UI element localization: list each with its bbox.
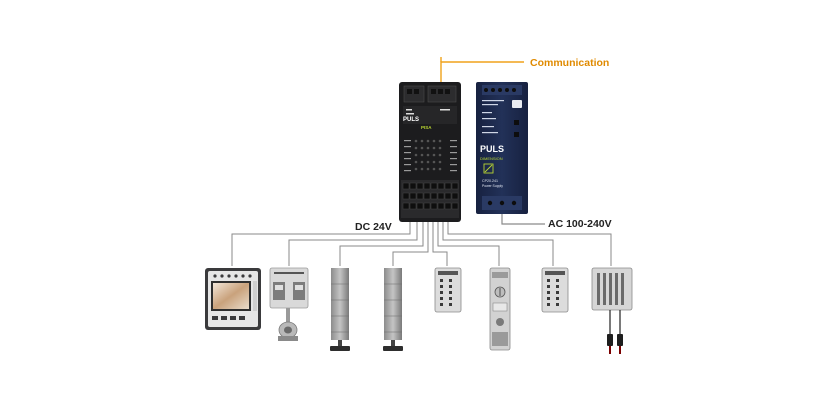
controller-model: PISA (421, 125, 432, 130)
controller-module: PULS PISA (399, 82, 461, 222)
io-module-1 (434, 267, 462, 313)
power-supply-series: DIMENSION (480, 156, 503, 161)
power-supply-caption: Power Supply (482, 184, 503, 188)
dc-label: DC 24V (355, 221, 392, 233)
controller-brand: PULS (403, 117, 419, 123)
communication-link (440, 57, 524, 85)
din-rail-module (489, 267, 511, 351)
communication-label: Communication (530, 57, 609, 69)
ac-label: AC 100-240V (548, 218, 612, 230)
power-supply-model: CP20.241 (482, 179, 498, 183)
io-module-2 (541, 267, 569, 313)
ac-power-line (501, 214, 545, 225)
sensor-module (269, 267, 309, 341)
signal-tower-2 (383, 268, 403, 351)
signal-tower-1 (330, 268, 350, 351)
hmi-panel (205, 268, 261, 330)
power-supply-brand: PULS (480, 144, 504, 154)
connector-box (591, 267, 633, 354)
power-supply-unit: PULS DIMENSION CP20.241 Power Supply (476, 82, 528, 214)
dc-wiring-bus (231, 216, 612, 266)
